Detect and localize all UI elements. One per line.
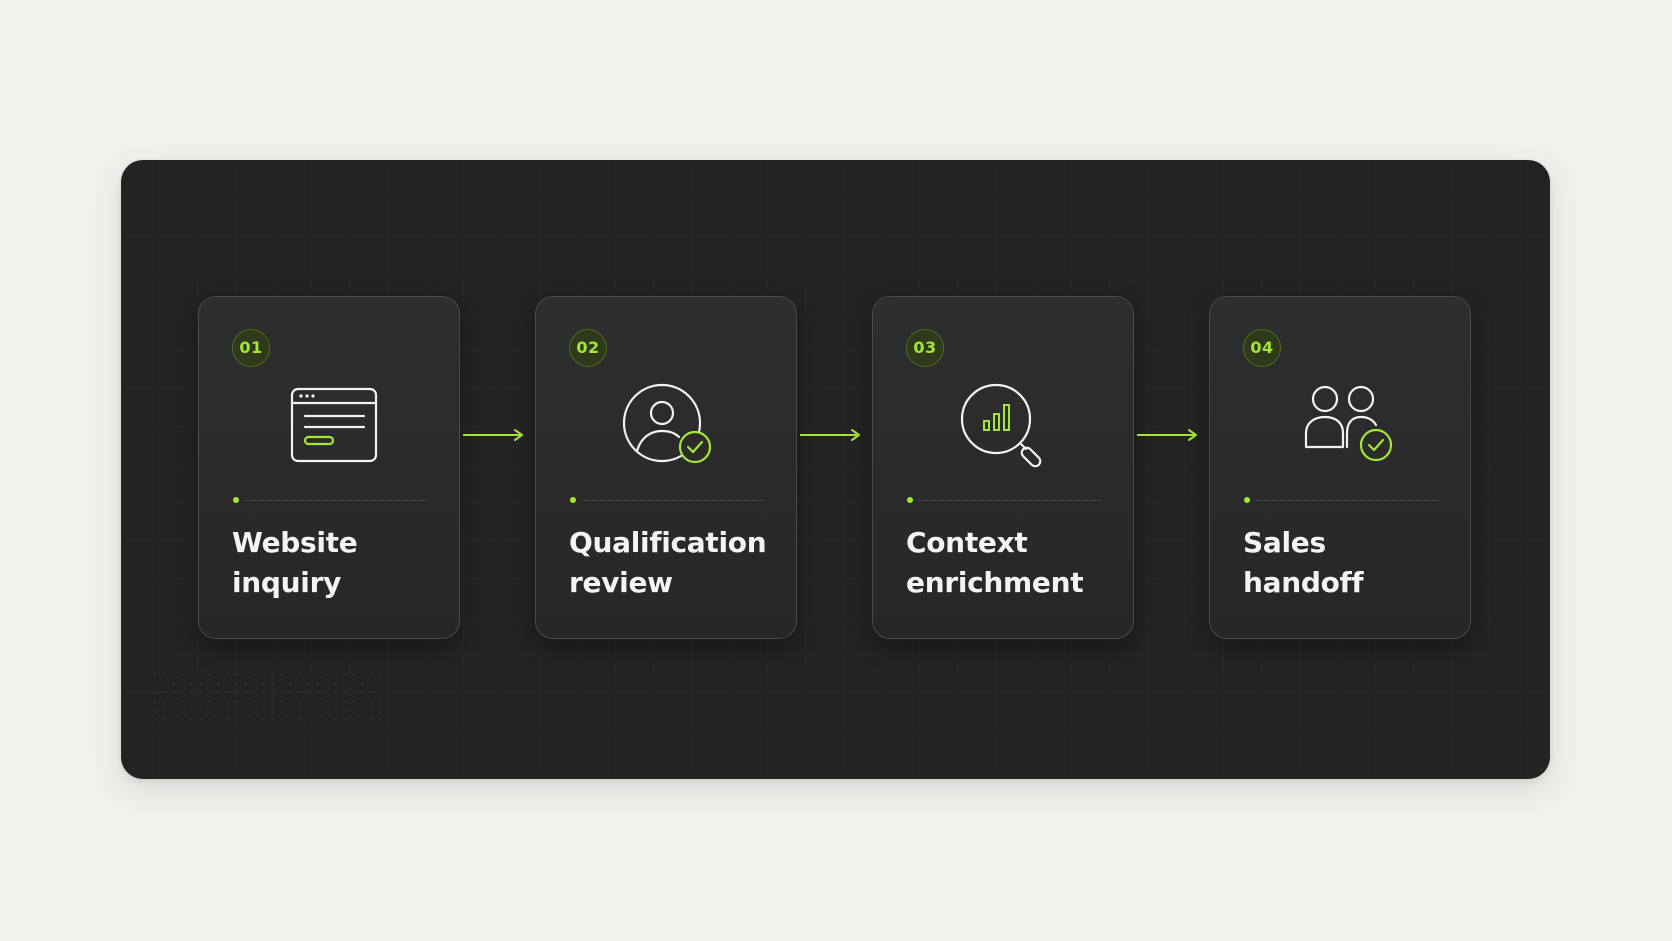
divider-line [582,499,765,501]
step-number-badge: 04 [1243,329,1281,367]
step-card-website-inquiry: 01 Website inquiry [198,296,460,639]
step-title-line-1: Qualification [569,526,767,559]
divider-line [1256,499,1439,501]
step-title-line-2: handoff [1243,566,1364,599]
step-card-qualification-review: 02 Qualification review [535,296,797,639]
step-card-sales-handoff: 04 Sales handoff [1209,296,1471,639]
step-title-line-2: review [569,566,673,599]
step-title-line-1: Website [232,526,358,559]
card-divider [570,497,765,503]
arrow-right-icon [1137,429,1197,441]
step-title-line-1: Sales [1243,526,1326,559]
step-title: Qualification review [569,523,784,603]
step-title-line-2: enrichment [906,566,1084,599]
panel-dot-pattern [151,670,381,720]
divider-line [919,499,1102,501]
step-number-badge: 03 [906,329,944,367]
step-card-context-enrichment: 03 Context enrichment [872,296,1134,639]
divider-dot [233,497,239,503]
step-title: Context enrichment [906,523,1121,603]
step-title: Sales handoff [1243,523,1458,603]
divider-dot [1244,497,1250,503]
arrow-right-icon [463,429,523,441]
card-divider [233,497,428,503]
step-title-line-1: Context [906,526,1028,559]
team-check-icon [1304,385,1393,462]
divider-dot [907,497,913,503]
divider-dot [570,497,576,503]
card-divider [1244,497,1439,503]
step-number-badge: 01 [232,329,270,367]
step-title-line-2: inquiry [232,566,342,599]
step-title: Website inquiry [232,523,447,603]
browser-window-icon [290,387,378,463]
user-check-icon [622,383,712,464]
process-flow-panel: 01 Website inquiry 02 [121,160,1550,779]
card-divider [907,497,1102,503]
arrow-right-icon [800,429,860,441]
divider-line [245,499,428,501]
search-analytics-icon [960,383,1042,468]
step-number-badge: 02 [569,329,607,367]
